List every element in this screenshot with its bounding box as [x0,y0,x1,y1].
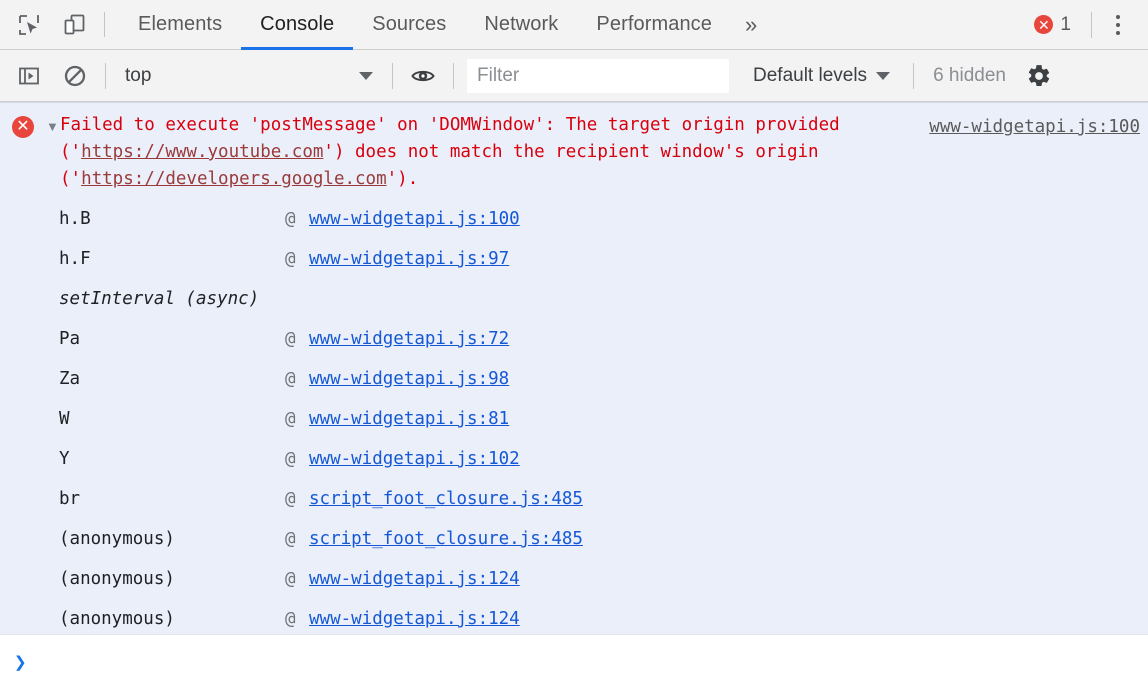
stack-frame-source-link[interactable]: www-widgetapi.js:124 [309,609,520,629]
stack-frame-function: Y [59,449,70,469]
stack-frame-source-link[interactable]: script_foot_closure.js:485 [309,529,583,549]
stack-frame-at-symbol: @ [285,409,296,429]
stack-frame-at-symbol: @ [285,369,296,389]
stack-frame-at-symbol: @ [285,449,296,469]
more-tabs-button[interactable]: » [745,11,758,37]
chevron-down-icon [359,71,373,80]
tabbar-right-controls: ✕ 1 [1026,0,1148,49]
devtools-menu-icon[interactable] [1104,10,1132,40]
stack-frame-row: h.F @ www-widgetapi.js:97 [0,239,1148,279]
stack-frame-row: W @ www-widgetapi.js:81 [0,399,1148,439]
stack-frame-function: (anonymous) [59,609,175,629]
stack-frame-function: h.F [59,249,91,269]
stack-frame-row: Pa @ www-widgetapi.js:72 [0,319,1148,359]
expand-triangle-icon[interactable]: ▼ [46,119,59,134]
live-expression-eye-icon[interactable] [406,59,440,93]
tab-console[interactable]: Console [241,0,354,50]
stack-frame-at-symbol: @ [285,329,296,349]
stack-frame-row: (anonymous) @ script_foot_closure.js:485 [0,519,1148,559]
toolbar-divider-2 [392,62,393,89]
error-text-fragment: '). [386,169,419,189]
error-icon: ✕ [1034,15,1054,34]
toolbar-divider-3 [453,62,454,89]
console-prompt[interactable]: ❯ [0,634,1148,690]
stack-frame-source-link[interactable]: www-widgetapi.js:124 [309,569,520,589]
console-toolbar: top Default levels 6 hidden [0,50,1148,102]
tab-sources[interactable]: Sources [372,13,447,35]
panel-tabs: Elements Console Sources Network Perform… [119,0,771,50]
toolbar-divider-4 [913,62,915,89]
stack-frame-at-symbol: @ [285,569,296,589]
tabbar-divider [104,12,105,37]
stack-frame-function: W [59,409,70,429]
error-text-fragment: Failed to execute 'postMessage' on 'DOMW… [60,115,851,162]
device-toolbar-icon[interactable] [60,10,90,40]
hidden-messages-count: 6 hidden [933,64,1006,86]
stack-frame-source-link[interactable]: www-widgetapi.js:102 [309,449,520,469]
toolbar-divider-1 [105,62,106,89]
stack-frame-at-symbol: @ [285,209,296,229]
stack-frame-row: Za @ www-widgetapi.js:98 [0,359,1148,399]
stack-frame-row: h.B @ www-widgetapi.js:100 [0,199,1148,239]
chevron-down-icon-levels [876,71,891,80]
stack-frame-function: br [59,489,81,509]
stack-frame-at-symbol: @ [285,609,296,629]
stack-frame-function: h.B [59,209,91,229]
stack-frame-row: Y @ www-widgetapi.js:102 [0,439,1148,479]
stack-frame-at-symbol: @ [285,489,296,509]
tab-elements[interactable]: Elements [138,13,223,35]
inspect-element-icon[interactable] [14,10,44,40]
stack-frame-source-link[interactable]: script_foot_closure.js:485 [309,489,583,509]
error-message-text: Failed to execute 'postMessage' on 'DOMW… [60,112,1100,193]
stack-frame-row: br @ script_foot_closure.js:485 [0,479,1148,519]
stack-frame-async-marker: setInterval (async) [0,279,1148,319]
log-levels-dropdown[interactable]: Default levels [743,59,900,93]
console-message-list[interactable]: ✕ ▼ Failed to execute 'postMessage' on '… [0,102,1148,634]
tab-network[interactable]: Network [484,13,559,35]
filter-input[interactable] [467,58,729,93]
stack-frame-function: (anonymous) [59,529,175,549]
stack-frame-row: (anonymous) @ www-widgetapi.js:124 [0,599,1148,634]
error-icon-cell: ✕ [0,112,46,193]
stack-frame-source-link[interactable]: www-widgetapi.js:98 [309,369,510,389]
stack-frame-function: Za [59,369,81,389]
gear-icon[interactable] [1022,59,1056,93]
stack-frame-function: (anonymous) [59,569,175,589]
tabbar-tool-icons [0,0,90,49]
error-source-link[interactable]: www-widgetapi.js:100 [929,117,1140,137]
stack-trace: h.B @ www-widgetapi.js:100 h.F @ www-widgetap… [0,195,1148,634]
stack-frame-function: setInterval (async) [59,289,260,309]
error-url-fragment[interactable]: https://www.youtube.com [81,142,324,162]
stack-frame-source-link[interactable]: www-widgetapi.js:97 [309,249,510,269]
devtools-tabbar: Elements Console Sources Network Perform… [0,0,1148,50]
console-prompt-input[interactable] [26,647,1148,678]
stack-frame-source-link[interactable]: www-widgetapi.js:100 [309,209,520,229]
prompt-chevron-icon: ❯ [14,650,27,674]
stack-frame-source-link[interactable]: www-widgetapi.js:81 [309,409,510,429]
tabbar-right-divider [1091,11,1092,38]
tab-performance[interactable]: Performance [596,13,712,35]
stack-frame-at-symbol: @ [285,529,296,549]
error-count-badge[interactable]: ✕ 1 [1026,14,1079,36]
error-icon: ✕ [12,116,34,138]
execution-context-value: top [125,64,152,86]
log-levels-label: Default levels [753,64,868,86]
stack-frame-row: (anonymous) @ www-widgetapi.js:124 [0,559,1148,599]
stack-frame-source-link[interactable]: www-widgetapi.js:72 [309,329,510,349]
error-url-fragment[interactable]: https://developers.google.com [81,169,387,189]
error-count-label: 1 [1060,13,1071,35]
console-sidebar-icon[interactable] [12,59,46,93]
error-text-fragment: ') does not match the recipient window's… [60,142,830,189]
clear-console-icon[interactable] [58,59,92,93]
stack-frame-function: Pa [59,329,81,349]
error-message-header: ✕ ▼ Failed to execute 'postMessage' on '… [0,103,1148,195]
console-error-message[interactable]: ✕ ▼ Failed to execute 'postMessage' on '… [0,102,1148,634]
stack-frame-at-symbol: @ [285,249,296,269]
execution-context-selector[interactable]: top [119,59,379,93]
